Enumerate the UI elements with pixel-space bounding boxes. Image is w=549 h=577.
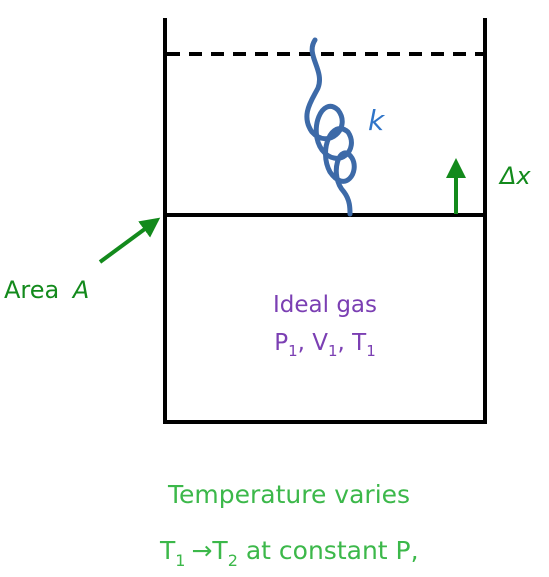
area-symbol: A (71, 276, 89, 304)
displacement-label: Δx (498, 162, 531, 190)
state-sep-1: , (298, 330, 313, 356)
gas-state: P1, V1, T1 (274, 330, 376, 360)
state-p-sub: 1 (288, 342, 298, 360)
caption-line-2: T1→T2 at constant P, (159, 536, 419, 570)
spring-coil (304, 37, 357, 217)
caption-t-from: T (159, 536, 176, 565)
state-v: V (312, 330, 328, 356)
state-v-sub: 1 (328, 342, 338, 360)
caption-arrow: → (191, 536, 212, 565)
caption-t-to-sub: 2 (228, 551, 238, 570)
state-p: P (274, 330, 288, 356)
area-label: Area A (4, 276, 89, 304)
spring-constant-label: k (368, 104, 386, 137)
state-sep-2: , (338, 330, 353, 356)
caption-line-1: Temperature varies (167, 480, 410, 509)
caption-t-from-sub: 1 (175, 551, 185, 570)
caption-t-to: T (211, 536, 228, 565)
caption-rest: at constant P, (238, 536, 419, 565)
state-t: T (351, 330, 367, 356)
area-arrow (98, 217, 161, 264)
gas-name: Ideal gas (273, 292, 377, 318)
area-prefix: Area (4, 276, 59, 304)
state-t-sub: 1 (366, 342, 376, 360)
